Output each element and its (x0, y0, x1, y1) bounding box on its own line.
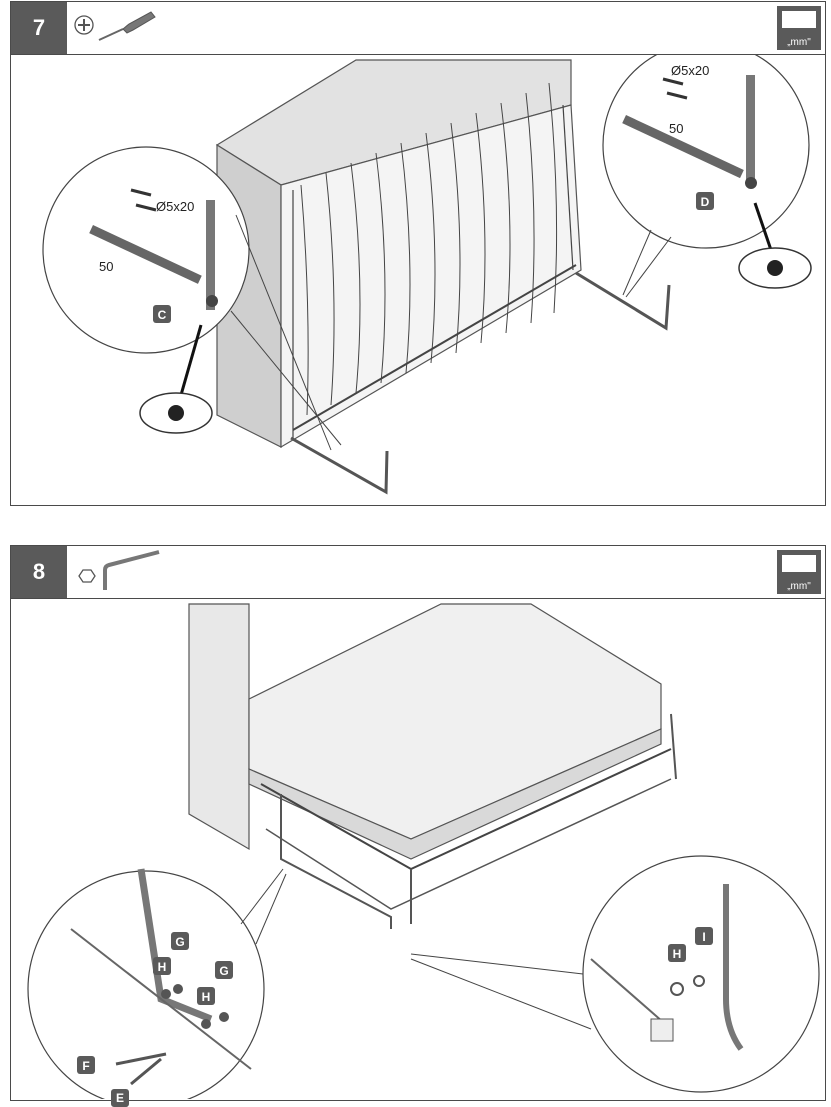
part-label-f: F (77, 1056, 95, 1074)
svg-text:C: C (158, 308, 167, 322)
eye-icon (139, 392, 213, 434)
svg-text:H: H (158, 960, 167, 974)
svg-text:Ø5x20: Ø5x20 (671, 63, 709, 78)
svg-text:G: G (219, 964, 228, 978)
part-label-c: C (153, 305, 171, 323)
hex-key-icon (71, 548, 171, 601)
svg-text:D: D (701, 195, 710, 209)
phillips-screwdriver-icon (71, 4, 171, 57)
step-8-panel: 8 „mm" (10, 545, 826, 1107)
svg-text:I: I (702, 930, 705, 944)
part-label-g: G (171, 932, 189, 950)
step-7-panel: 7 „mm" (10, 1, 826, 506)
part-label-h: H (668, 944, 686, 962)
svg-text:50: 50 (99, 259, 113, 274)
step-number: 7 (11, 2, 67, 54)
callout-left-detail: Ø5x20 50 C (42, 146, 342, 451)
wall-bed-cabinet (215, 59, 671, 495)
svg-text:50: 50 (669, 121, 683, 136)
part-label-g: G (215, 961, 233, 979)
svg-text:H: H (202, 990, 211, 1004)
part-label-d: D (696, 192, 714, 210)
unit-mm-badge: „mm" (777, 550, 821, 594)
svg-text:F: F (82, 1059, 89, 1073)
part-label-i: I (695, 927, 713, 945)
callout-right-detail: H I (410, 855, 820, 1093)
part-label-h: H (197, 987, 215, 1005)
callout-left-detail: G H G H F (27, 868, 287, 1107)
eye-icon (738, 247, 812, 289)
svg-text:G: G (175, 935, 184, 949)
step-number: 8 (11, 546, 67, 598)
callout-right-detail: Ø5x20 50 D (602, 41, 812, 298)
unit-mm-badge: „mm" (777, 6, 821, 50)
svg-text:H: H (673, 947, 682, 961)
part-label-e: E (111, 1089, 129, 1107)
part-label-h: H (153, 957, 171, 975)
wall-bed-open (188, 603, 677, 929)
step-8-header: 8 „mm" (11, 546, 825, 599)
step-8-illustration: G H G H F (11, 599, 825, 1107)
svg-text:Ø5x20: Ø5x20 (156, 199, 194, 214)
step-7-illustration: Ø5x20 50 C (11, 41, 825, 505)
step-7-header: 7 „mm" (11, 2, 825, 55)
